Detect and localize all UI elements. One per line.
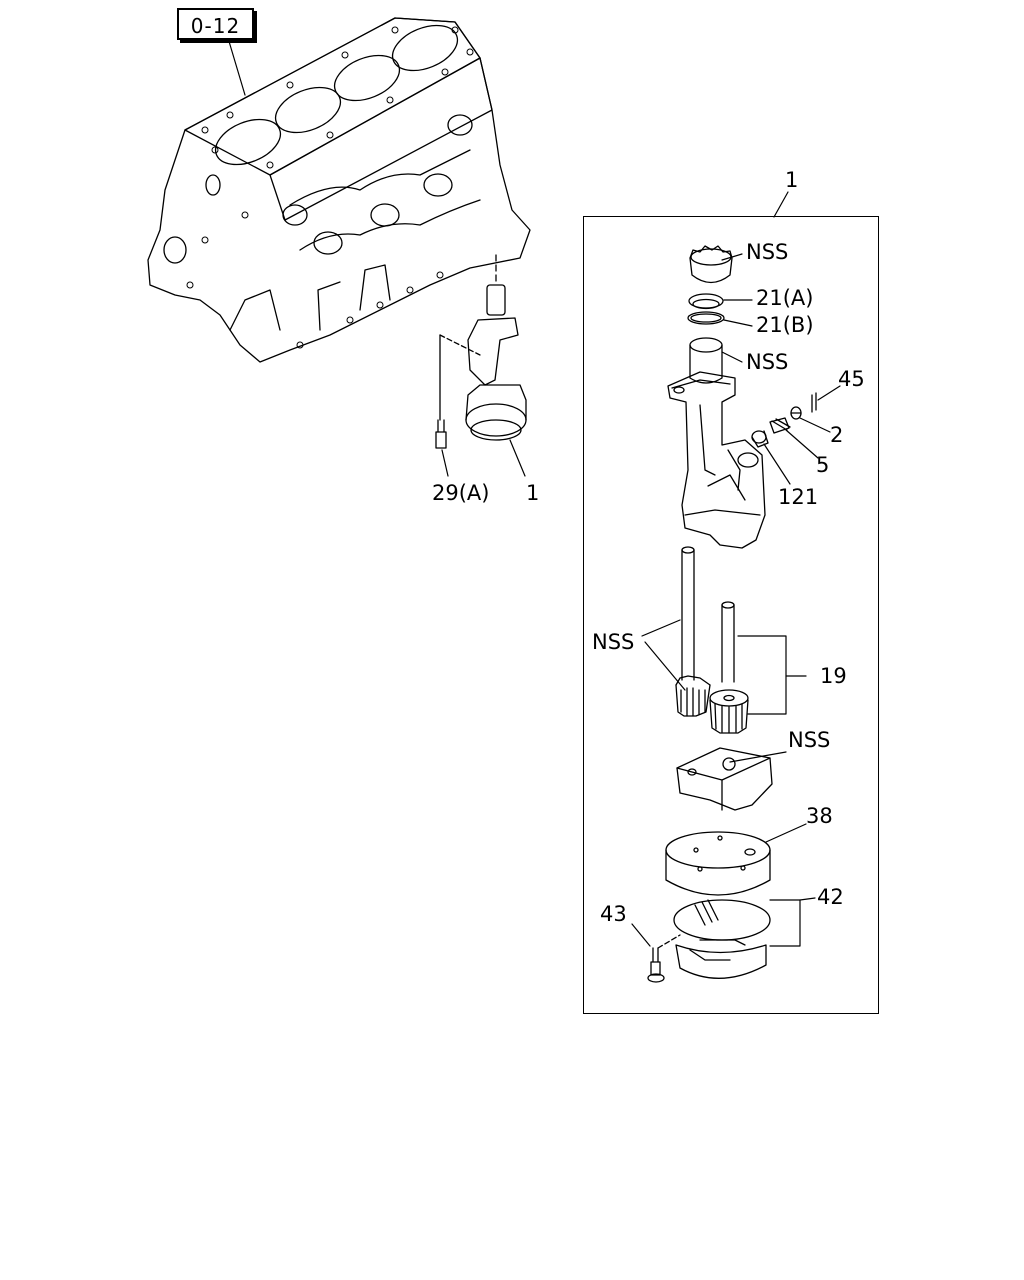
pump-exploded-parts — [647, 245, 817, 983]
callout-block-assembly: 1 — [526, 481, 540, 505]
callout-pump-assembly: 1 — [785, 168, 799, 192]
pump-leader-lines — [631, 191, 841, 947]
callout-bolt-43: 43 — [600, 902, 627, 926]
callout-ring-21a: 21(A) — [756, 286, 814, 310]
reference-figure-label: 0-12 — [190, 14, 241, 38]
callout-idler-gear-19: 19 — [820, 664, 847, 688]
callout-shaft-gear-nss: NSS — [592, 630, 635, 654]
callout-screen-42: 42 — [817, 885, 844, 909]
callout-plug-2: 2 — [830, 423, 844, 447]
callout-pin-45: 45 — [838, 367, 865, 391]
callout-cover-nss: NSS — [788, 728, 831, 752]
callout-valve-121: 121 — [778, 485, 819, 509]
pump-assembly-frame — [583, 216, 879, 1014]
callout-ring-21b: 21(B) — [756, 313, 814, 337]
callout-bolt-29a: 29(A) — [432, 481, 490, 505]
callout-bushing-nss: NSS — [746, 350, 789, 374]
callout-strainer-38: 38 — [806, 804, 833, 828]
reference-figure-box[interactable]: 0-12 — [177, 8, 254, 40]
cylinder-block-illustration — [147, 17, 531, 449]
callout-spring-5: 5 — [816, 453, 830, 477]
block-leader-lines — [227, 37, 526, 477]
callout-drive-gear-nss: NSS — [746, 240, 789, 264]
